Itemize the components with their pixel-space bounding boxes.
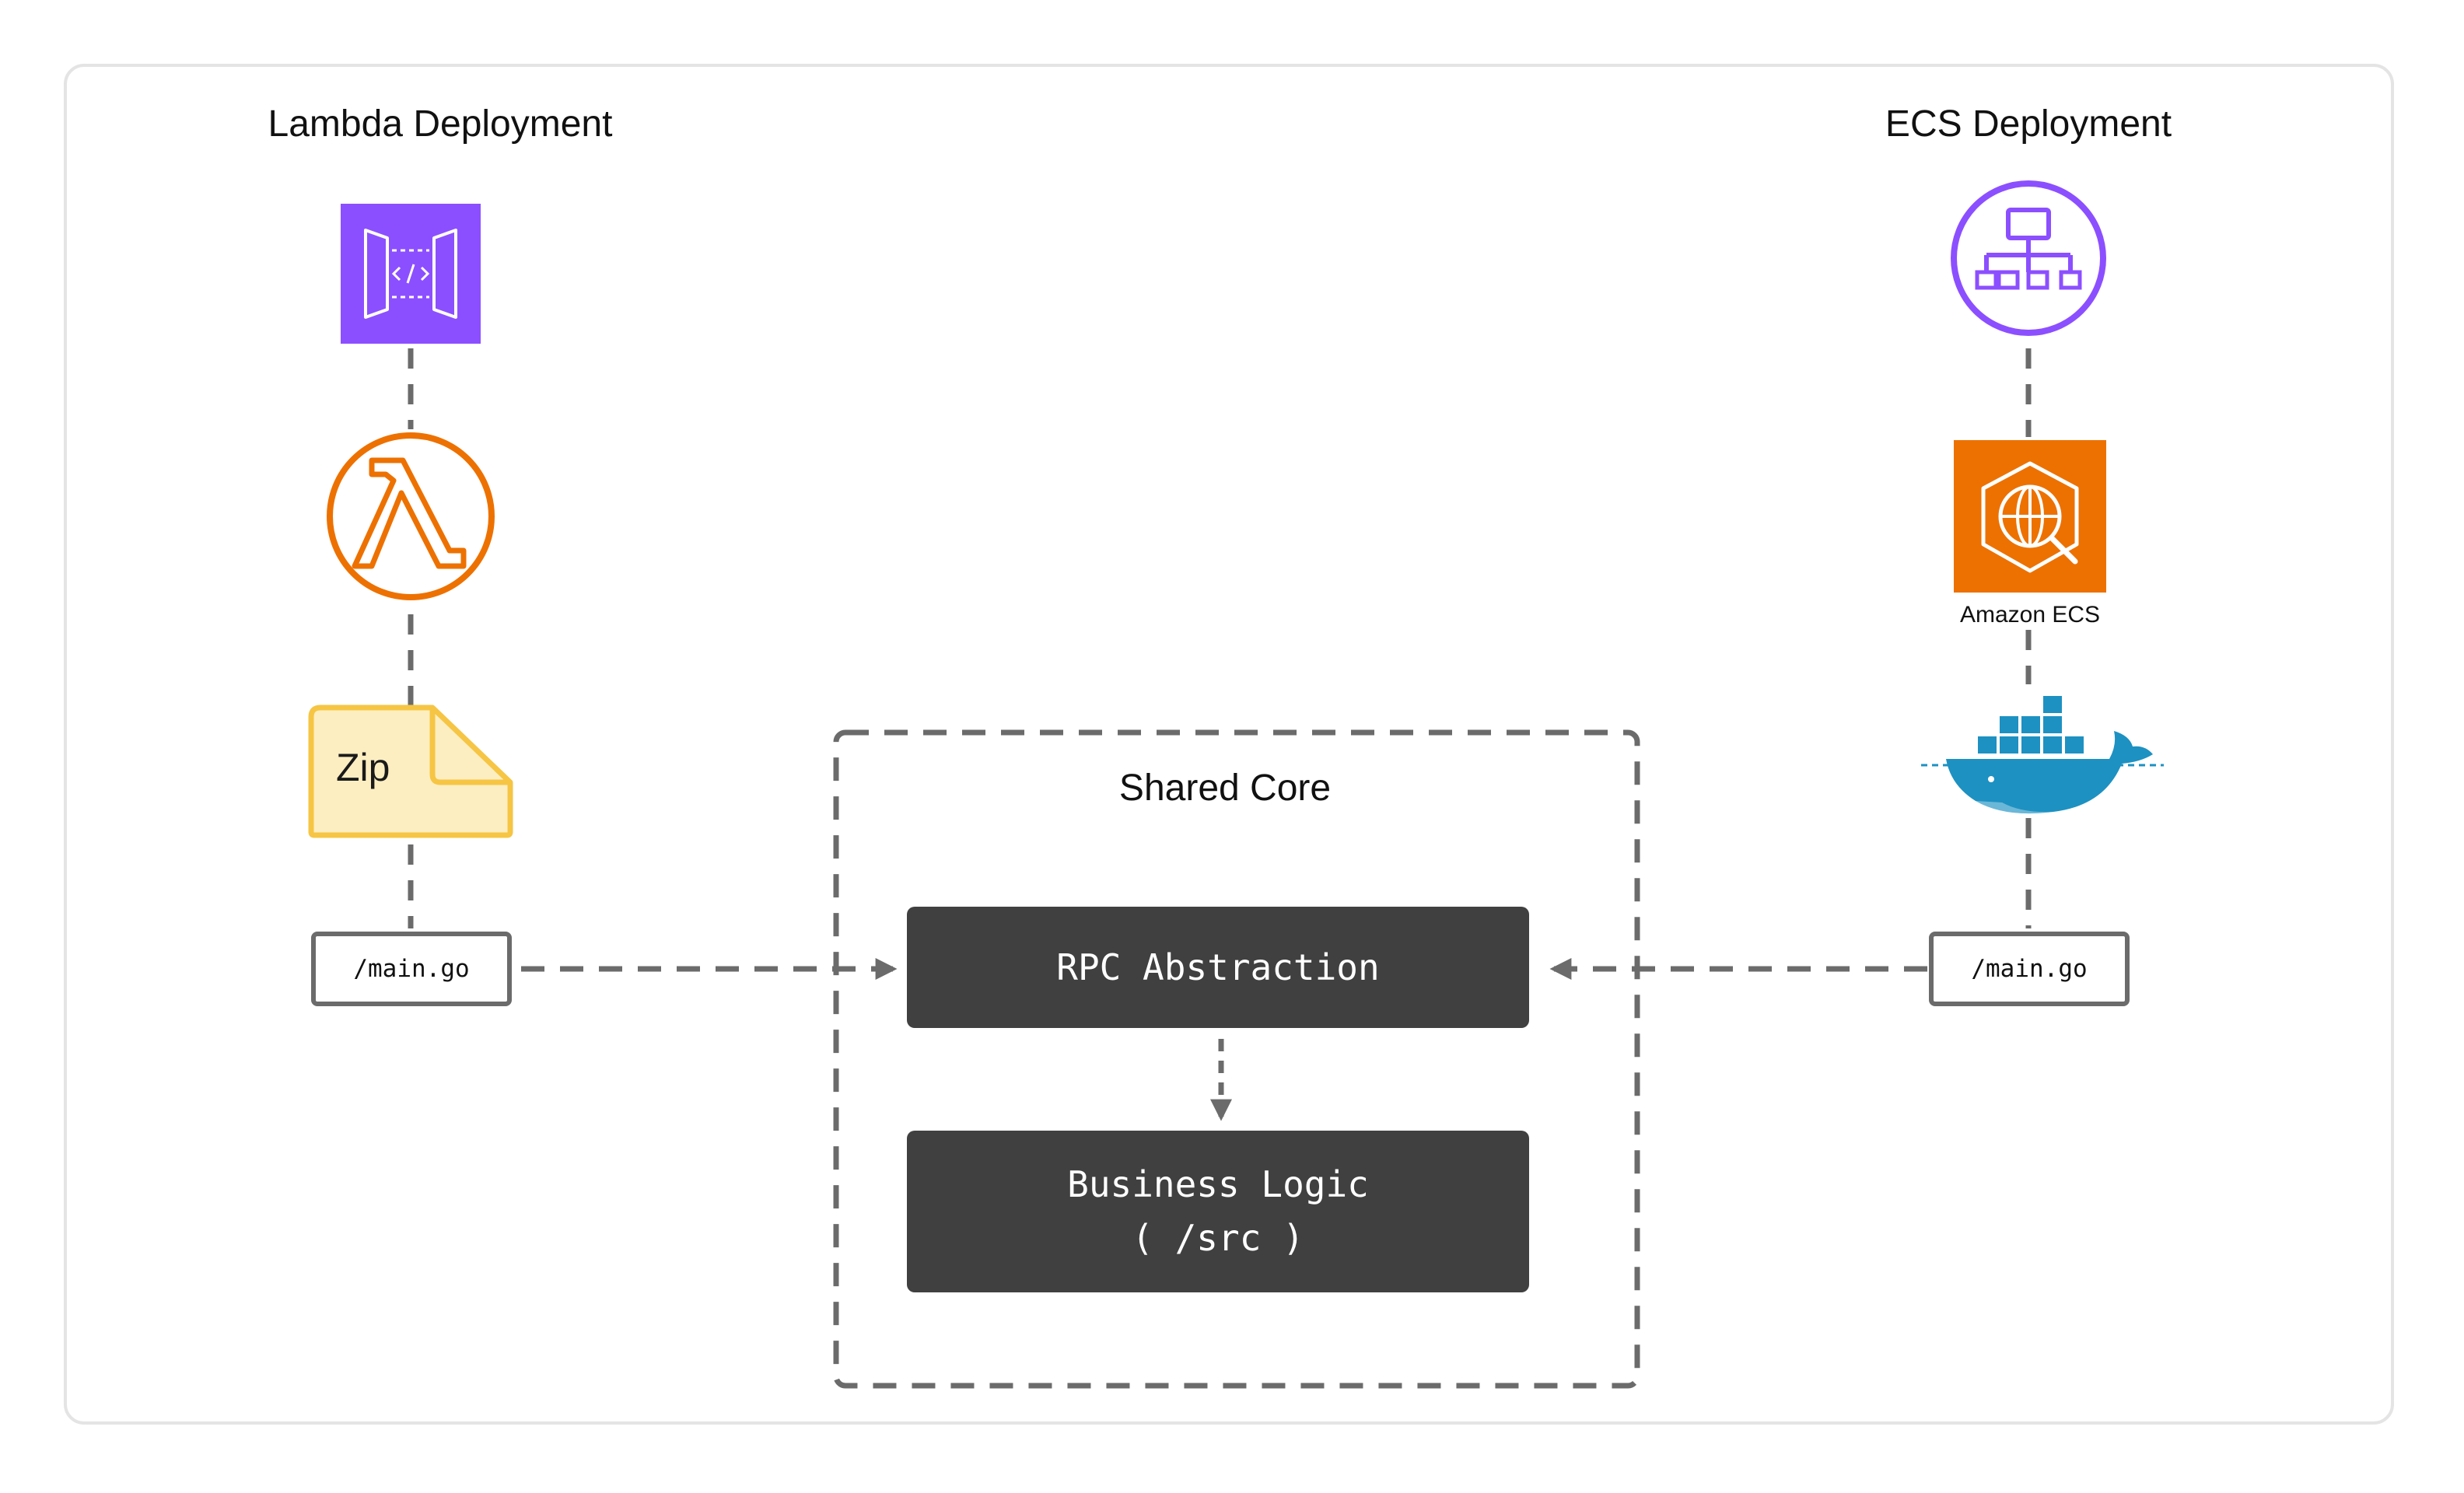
business-logic-path: ( /src ) <box>1132 1217 1304 1259</box>
ecs-deployment-title: ECS Deployment <box>1885 103 2172 145</box>
shared-core-title: Shared Core <box>1118 767 1332 809</box>
shared-core-container <box>833 729 1640 1389</box>
rpc-abstraction-label: RPC Abstraction <box>1056 946 1380 988</box>
rpc-abstraction-box: RPC Abstraction <box>907 907 1529 1028</box>
zip-file-icon <box>308 705 513 838</box>
business-logic-label: Business Logic <box>1067 1163 1369 1205</box>
amazon-ecs-label: Amazon ECS <box>1959 602 2101 628</box>
load-balancer-icon <box>1951 180 2106 336</box>
ecs-main-file: /main.go <box>1929 932 2130 1006</box>
lambda-deployment-title: Lambda Deployment <box>268 103 613 145</box>
lambda-main-file: /main.go <box>311 932 512 1006</box>
lambda-icon <box>327 432 495 600</box>
business-logic-box: Business Logic ( /src ) <box>907 1131 1529 1292</box>
zip-label: Zip <box>336 746 390 789</box>
amazon-ecs-icon <box>1954 440 2106 593</box>
docker-icon <box>1921 694 2164 814</box>
api-gateway-icon <box>341 204 481 344</box>
